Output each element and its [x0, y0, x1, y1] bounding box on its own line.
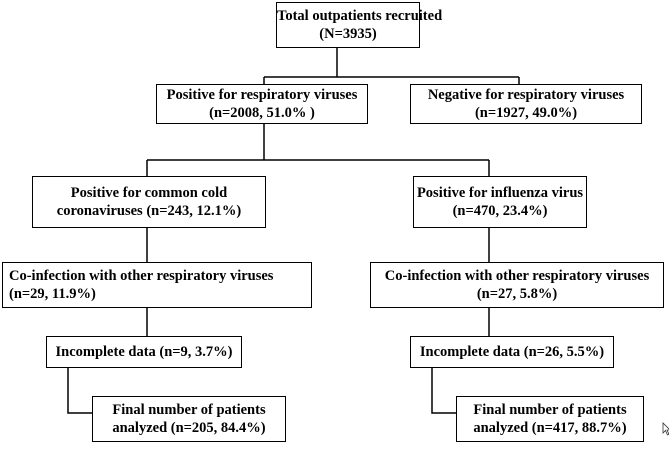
flu-final-label: Final number of patients	[473, 402, 627, 418]
cov-final-box: Final number of patients analyzed (n=205…	[92, 396, 286, 442]
total-outpatients-box: Total outpatients recruited (N=3935)	[276, 2, 443, 48]
cov-coinfection-label: Co-infection with other respiratory viru…	[9, 268, 274, 284]
coronavirus-count: coronaviruses (n=243, 12.1%)	[56, 203, 242, 219]
total-outpatients-label: Total outpatients recruited	[277, 8, 443, 24]
flu-final-count: analyzed (n=417, 88.7%)	[473, 420, 627, 436]
positive-respiratory-label: Positive for respiratory viruses	[166, 87, 358, 103]
cov-coinfection-box: Co-infection with other respiratory viru…	[2, 262, 312, 308]
negative-respiratory-count: (n=1927, 49.0%)	[474, 105, 578, 121]
total-outpatients-count: (N=3935)	[319, 26, 377, 42]
flu-final-box: Final number of patients analyzed (n=417…	[456, 396, 644, 442]
connector-cov-final	[67, 368, 92, 414]
coronavirus-label: Positive for common cold	[70, 185, 228, 201]
cov-final-count: analyzed (n=205, 84.4%)	[112, 420, 266, 436]
flu-coinfection-box: Co-infection with other respiratory viru…	[370, 262, 664, 308]
influenza-box: Positive for influenza virus (n=470, 23.…	[413, 176, 587, 228]
cov-incomplete-label: Incomplete data (n=9, 3.7%)	[55, 344, 233, 360]
cov-final-label: Final number of patients	[112, 402, 266, 418]
flu-incomplete-label: Incomplete data (n=26, 5.5%)	[419, 344, 605, 360]
flu-incomplete-box: Incomplete data (n=26, 5.5%)	[410, 336, 614, 368]
flu-coinfection-count: (n=27, 5.8%)	[476, 286, 558, 302]
positive-respiratory-box: Positive for respiratory viruses (n=2008…	[156, 84, 368, 124]
negative-respiratory-box: Negative for respiratory viruses (n=1927…	[410, 84, 642, 124]
influenza-label: Positive for influenza virus	[416, 185, 584, 201]
coronavirus-box: Positive for common cold coronaviruses (…	[32, 176, 266, 228]
connector-flu-final	[431, 368, 456, 414]
positive-respiratory-count: (n=2008, 51.0% )	[209, 105, 315, 121]
mouse-cursor-icon	[662, 422, 669, 436]
negative-respiratory-label: Negative for respiratory viruses	[427, 87, 625, 103]
cov-incomplete-box: Incomplete data (n=9, 3.7%)	[46, 336, 242, 368]
flu-coinfection-label: Co-infection with other respiratory viru…	[384, 268, 650, 284]
cov-coinfection-count: (n=29, 11.9%)	[9, 286, 96, 302]
influenza-count: (n=470, 23.4%)	[452, 203, 548, 219]
